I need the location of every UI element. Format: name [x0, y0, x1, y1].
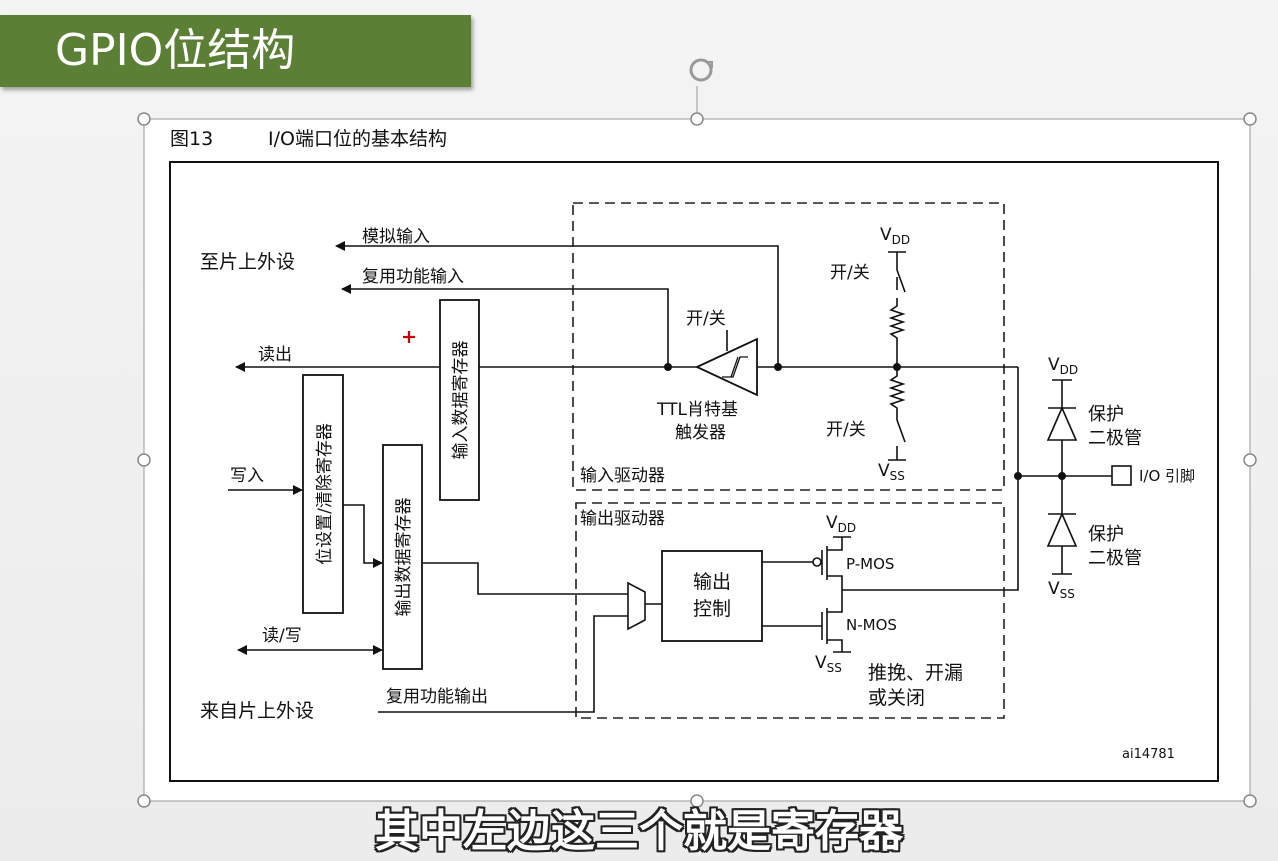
resize-handle-right[interactable] — [1243, 453, 1257, 467]
input-driver-box — [572, 202, 1005, 491]
resize-handle-bottom-left[interactable] — [137, 794, 151, 808]
svg-text:输入数据寄存器: 输入数据寄存器 — [451, 341, 471, 460]
vdd-label-diode: VDD — [1048, 355, 1078, 377]
input-data-register[interactable]: 输入数据寄存器 — [439, 299, 480, 501]
protect-diode-bottom-1: 保护 — [1088, 524, 1124, 545]
rotate-handle-icon[interactable] — [689, 58, 713, 82]
alt-output-label: 复用功能输出 — [386, 687, 488, 707]
schmitt-trigger — [694, 330, 758, 397]
pin-bus-wire — [842, 367, 1019, 591]
io-pin-square — [1111, 465, 1132, 486]
resize-handle-top-left[interactable] — [137, 112, 151, 126]
plus-cursor-icon — [403, 331, 415, 343]
output-control-block: 输出 控制 — [661, 550, 763, 642]
resize-handle-bottom[interactable] — [690, 794, 704, 808]
protection-diode-bottom — [1046, 476, 1078, 575]
p-mos-transistor — [812, 536, 851, 590]
p-mos-label: P-MOS — [846, 555, 894, 573]
resize-handle-top[interactable] — [690, 112, 704, 126]
svg-text:VSS: VSS — [815, 653, 842, 675]
resize-handle-left[interactable] — [137, 453, 151, 467]
protect-diode-bottom-2: 二极管 — [1088, 548, 1142, 569]
output-mux — [627, 581, 646, 631]
n-mos-label: N-MOS — [846, 616, 897, 634]
to-peripheral-label: 至片上外设 — [200, 251, 295, 273]
slide-title: GPIO位结构 — [55, 25, 296, 76]
svg-text:VSS: VSS — [1048, 579, 1075, 601]
protection-diode-top — [1046, 379, 1078, 476]
output-driver-box — [575, 502, 1005, 719]
read-write-label: 读/写 — [262, 626, 302, 646]
protect-diode-top-1: 保护 — [1088, 404, 1124, 425]
resize-handle-top-right[interactable] — [1243, 112, 1257, 126]
output-driver-label: 输出驱动器 — [580, 509, 665, 529]
schmitt-label-1: TTL肖特基 — [656, 400, 738, 420]
analog-input-label: 模拟输入 — [362, 227, 430, 247]
vss-label-diode: VSS — [1048, 579, 1075, 601]
svg-text:VDD: VDD — [880, 225, 910, 247]
resize-handle-bottom-right[interactable] — [1243, 794, 1257, 808]
video-subtitle: 其中左边这三个就是寄存器 — [375, 806, 903, 857]
figure-id-code: ai14781 — [1122, 747, 1175, 762]
svg-text:VSS: VSS — [878, 461, 905, 483]
input-driver-label: 输入驱动器 — [580, 466, 665, 486]
read-label: 读出 — [258, 345, 292, 365]
vss-label-pulldown: VSS — [878, 461, 905, 483]
vdd-label-pullup: VDD — [880, 225, 910, 247]
output-data-register[interactable]: 输出数据寄存器 — [382, 444, 423, 670]
figure-border — [169, 161, 1219, 782]
output-mode-label-1: 推挽、开漏 — [868, 662, 963, 684]
svg-text:控制: 控制 — [693, 598, 731, 620]
svg-text:VDD: VDD — [826, 513, 856, 535]
protect-diode-top-2: 二极管 — [1088, 428, 1142, 449]
io-pin-label: I/O 引脚 — [1139, 467, 1195, 485]
svg-text:VDD: VDD — [1048, 355, 1078, 377]
analog-input-wire — [335, 241, 779, 367]
from-peripheral-label: 来自片上外设 — [200, 700, 314, 722]
pullup-switch-label: 开/关 — [830, 263, 870, 283]
alt-function-input-wire — [341, 284, 669, 367]
pulldown-switch-label: 开/关 — [826, 420, 866, 440]
svg-text:输出: 输出 — [693, 571, 731, 593]
figure-caption: I/O端口位的基本结构 — [268, 128, 447, 150]
figure-number: 图13 — [170, 128, 213, 150]
n-mos-transistor — [821, 590, 851, 653]
svg-text:输出数据寄存器: 输出数据寄存器 — [394, 498, 414, 617]
bsrr-wire — [343, 504, 383, 568]
bit-set-reset-register[interactable]: 位设置/清除寄存器 — [302, 374, 344, 614]
schmitt-label-2: 触发器 — [675, 423, 726, 443]
output-mode-label-2: 或关闭 — [868, 687, 925, 709]
svg-text:位设置/清除寄存器: 位设置/清除寄存器 — [315, 423, 335, 565]
vdd-label-pmos: VDD — [826, 513, 856, 535]
write-label: 写入 — [230, 466, 264, 486]
pull-up-resistor — [888, 251, 906, 367]
alt-input-label: 复用功能输入 — [362, 267, 464, 287]
alt-function-output-wire — [378, 615, 628, 713]
pull-down-resistor — [888, 367, 906, 461]
vss-label-nmos: VSS — [815, 653, 842, 675]
schmitt-switch-label: 开/关 — [686, 309, 726, 329]
title-bar: GPIO位结构 — [0, 15, 471, 87]
odr-to-mux-wire — [423, 562, 628, 595]
